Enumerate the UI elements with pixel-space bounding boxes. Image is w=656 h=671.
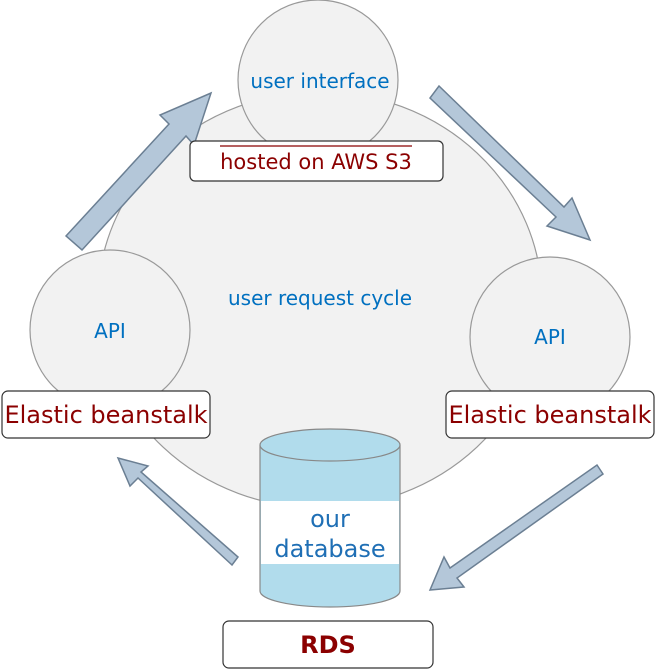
left-beanstalk-label: Elastic beanstalk bbox=[4, 401, 207, 429]
database-cylinder bbox=[259, 428, 401, 608]
arrow-right-to-database bbox=[428, 463, 605, 591]
s3-host-box bbox=[189, 140, 444, 182]
right-api-label: API bbox=[534, 325, 566, 349]
rds-host-label: RDS bbox=[300, 631, 356, 659]
left-beanstalk-box bbox=[1, 390, 211, 439]
center-cycle-label: user request cycle bbox=[228, 286, 412, 310]
database-label-line1: our bbox=[310, 505, 350, 533]
right-beanstalk-label: Elastic beanstalk bbox=[448, 401, 651, 429]
arrow-database-to-left bbox=[116, 456, 240, 567]
right-beanstalk-box bbox=[445, 390, 655, 439]
user-interface-label: user interface bbox=[250, 69, 389, 93]
s3-host-label: hosted on AWS S3 bbox=[220, 150, 412, 174]
database-label-line2: database bbox=[274, 535, 385, 563]
rds-host-box bbox=[222, 620, 434, 669]
left-api-label: API bbox=[94, 319, 126, 343]
arrow-left-to-top bbox=[64, 91, 213, 252]
arrow-top-to-right bbox=[428, 84, 592, 242]
